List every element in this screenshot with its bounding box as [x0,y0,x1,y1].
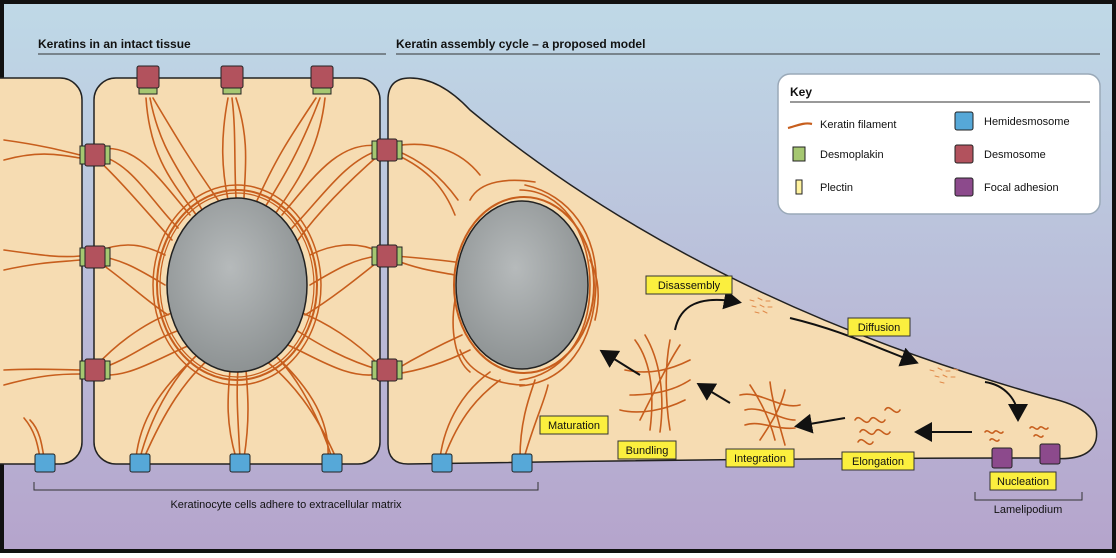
svg-text:Disassembly: Disassembly [658,280,721,292]
label-elongation: Elongation [842,452,914,470]
nucleus-migrating-cell [456,201,588,369]
key-label-keratin-filament: Keratin filament [820,119,896,131]
nucleus-middle-cell [167,198,307,372]
caption-matrix: Keratinocyte cells adhere to extracellul… [170,499,402,511]
label-nucleation: Nucleation [990,472,1056,490]
cell-partial-left [0,78,82,464]
label-bundling: Bundling [618,441,676,459]
label-integration: Integration [726,449,794,467]
key-label-hemidesmosome: Hemidesmosome [984,116,1070,128]
title-left: Keratins in an intact tissue [38,37,191,51]
caption-lamelipodium: Lamelipodium [994,504,1062,516]
key-panel: Key Keratin filament Desmoplakin Plectin… [778,74,1100,214]
svg-text:Elongation: Elongation [852,456,904,468]
key-label-desmosome: Desmosome [984,149,1046,161]
desmosome-swatch [955,145,973,163]
key-label-plectin: Plectin [820,182,853,194]
title-right: Keratin assembly cycle – a proposed mode… [396,37,645,51]
svg-text:Integration: Integration [734,453,786,465]
svg-text:Diffusion: Diffusion [858,322,901,334]
key-title: Key [790,85,812,99]
label-maturation: Maturation [540,416,608,434]
focal-adhesion-swatch [955,178,973,196]
plectin-swatch [796,180,802,194]
svg-text:Bundling: Bundling [626,445,669,457]
svg-text:Nucleation: Nucleation [997,476,1049,488]
hemidesmosome-swatch [955,112,973,130]
key-label-desmoplakin: Desmoplakin [820,149,884,161]
label-diffusion: Diffusion [848,318,910,336]
key-label-focal-adhesion: Focal adhesion [984,182,1059,194]
desmoplakin-swatch [793,147,805,161]
label-disassembly: Disassembly [646,276,732,294]
svg-text:Maturation: Maturation [548,420,600,432]
